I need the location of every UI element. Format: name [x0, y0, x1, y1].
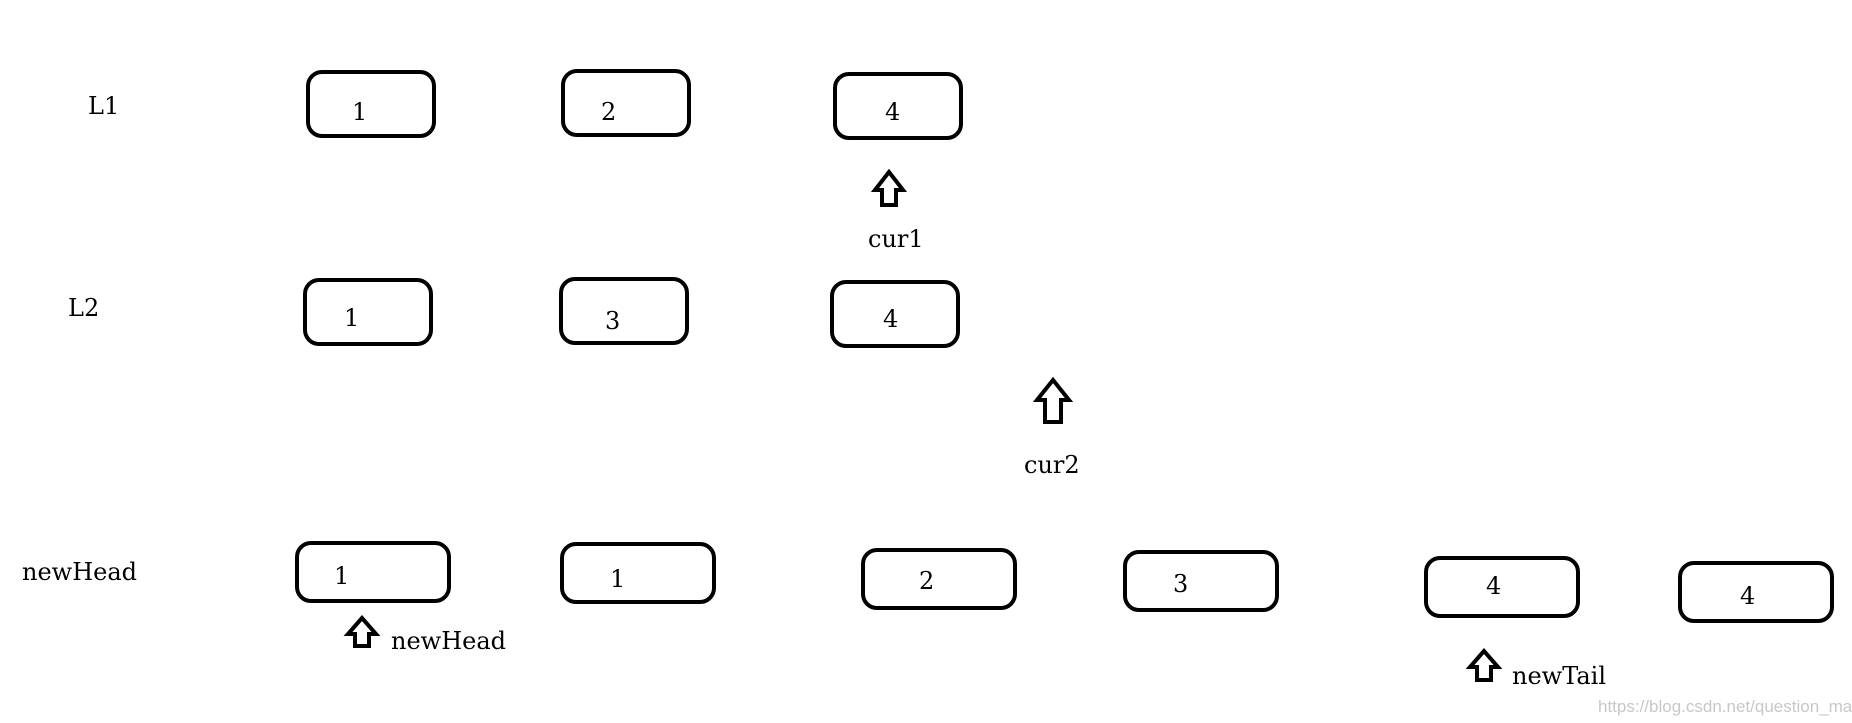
node-box	[1424, 556, 1580, 618]
node-value: 1	[352, 98, 367, 126]
pointer-label-cur2: cur2	[1024, 451, 1080, 479]
list-node: 1	[295, 541, 451, 603]
list-node: 1	[306, 70, 436, 138]
cur1-arrow-icon	[870, 168, 908, 207]
list-node: 1	[560, 542, 716, 604]
node-value: 4	[885, 98, 900, 126]
node-value: 3	[1173, 570, 1188, 598]
list-node: 4	[833, 72, 963, 140]
new-head-arrow-icon	[343, 614, 381, 648]
node-box	[560, 542, 716, 604]
row-label-l1: L1	[88, 92, 119, 120]
node-value: 4	[1486, 572, 1501, 600]
node-box	[830, 280, 960, 348]
node-value: 1	[344, 304, 359, 332]
node-box	[861, 548, 1017, 610]
row-label-new-head: newHead	[22, 558, 137, 586]
node-value: 2	[601, 98, 616, 126]
list-node: 2	[861, 548, 1017, 610]
node-value: 1	[610, 565, 625, 593]
node-value: 4	[883, 305, 898, 333]
row-label-l2: L2	[68, 294, 99, 322]
list-node: 4	[830, 280, 960, 348]
node-value: 3	[605, 307, 620, 335]
pointer-label-cur1: cur1	[868, 225, 924, 253]
node-box	[303, 278, 433, 346]
list-node: 3	[559, 277, 689, 345]
node-box	[1678, 561, 1834, 623]
list-node: 2	[561, 69, 691, 137]
node-value: 4	[1740, 582, 1755, 610]
watermark-text: https://blog.csdn.net/question_mark	[1598, 697, 1852, 716]
node-box	[561, 69, 691, 137]
list-node: 4	[1678, 561, 1834, 623]
new-tail-arrow-icon	[1465, 647, 1503, 682]
pointer-label-new-head: newHead	[391, 627, 506, 655]
list-node: 4	[1424, 556, 1580, 618]
node-box	[559, 277, 689, 345]
node-box	[833, 72, 963, 140]
list-node: 1	[303, 278, 433, 346]
node-box	[1123, 550, 1279, 612]
node-value: 1	[334, 562, 349, 590]
pointer-label-new-tail: newTail	[1512, 662, 1606, 690]
list-node: 3	[1123, 550, 1279, 612]
node-box	[295, 541, 451, 603]
cur2-arrow-icon	[1032, 376, 1074, 424]
node-value: 2	[919, 567, 934, 595]
node-box	[306, 70, 436, 138]
